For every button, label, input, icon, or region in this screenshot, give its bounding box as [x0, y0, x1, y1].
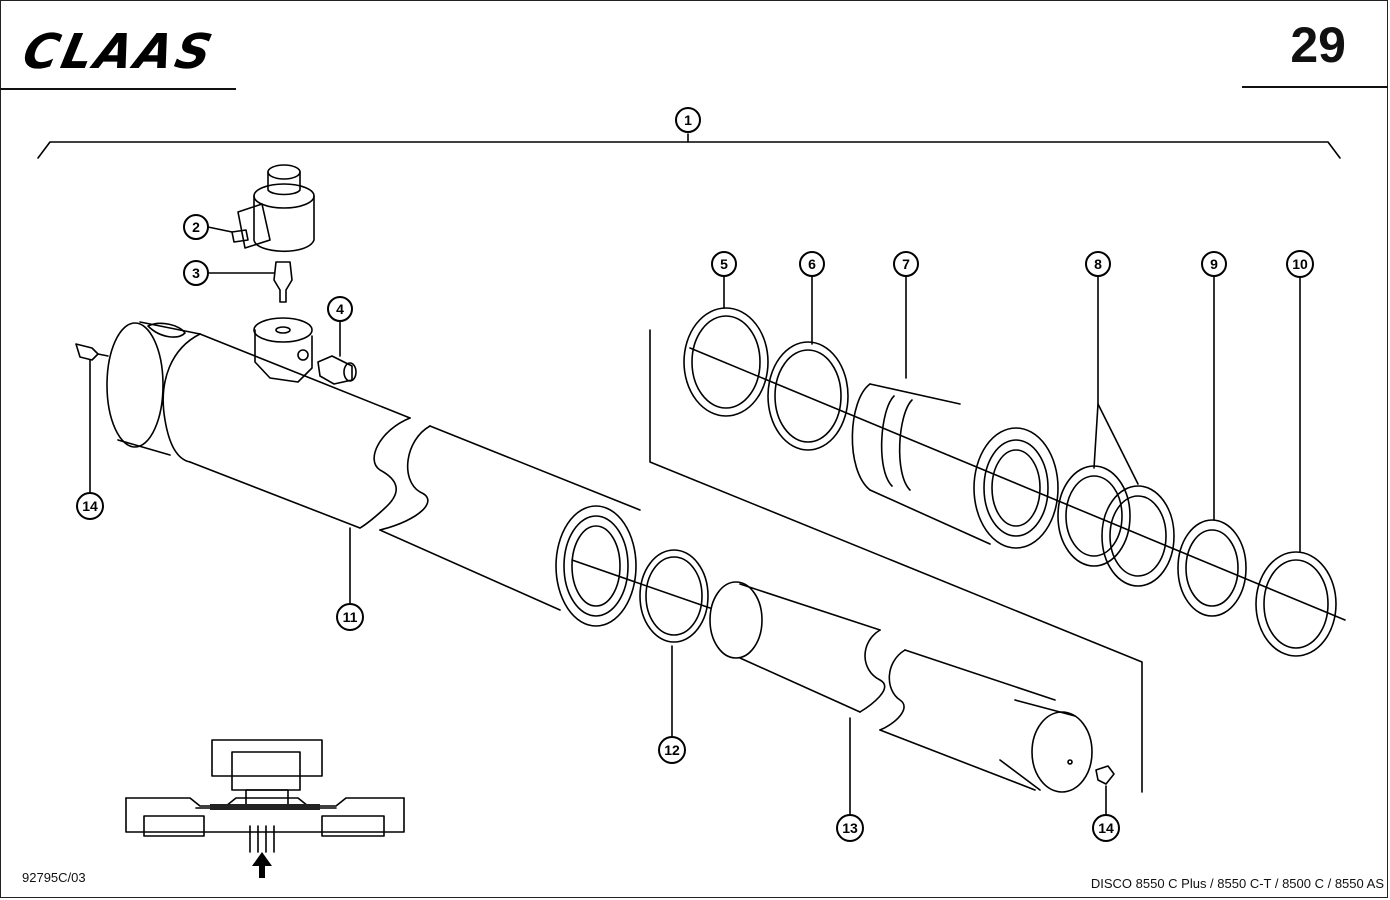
drawing-code: 92795C/03 — [22, 870, 86, 885]
callout-5-label: 5 — [720, 256, 728, 272]
callout-10: 10 — [1286, 250, 1314, 278]
model-list: DISCO 8550 C Plus / 8550 C-T / 8500 C / … — [1090, 876, 1384, 891]
header-rule-left — [0, 88, 236, 90]
callout-2: 2 — [183, 214, 209, 240]
callout-14-right-label: 14 — [1098, 820, 1114, 836]
callout-6: 6 — [799, 251, 825, 277]
callout-13: 13 — [836, 814, 864, 842]
callout-4: 4 — [327, 296, 353, 322]
callout-1: 1 — [675, 107, 701, 133]
callout-13-label: 13 — [842, 820, 858, 836]
callout-2-label: 2 — [192, 219, 200, 235]
callout-12: 12 — [658, 736, 686, 764]
callout-14-right: 14 — [1092, 814, 1120, 842]
callout-1-label: 1 — [684, 112, 692, 128]
callout-14-left-label: 14 — [82, 498, 98, 514]
callout-11-label: 11 — [343, 609, 358, 625]
callout-8: 8 — [1085, 251, 1111, 277]
callout-11: 11 — [336, 603, 364, 631]
callout-8-label: 8 — [1094, 256, 1102, 272]
callout-4-label: 4 — [336, 301, 344, 317]
callout-6-label: 6 — [808, 256, 816, 272]
header-rule-right — [1242, 86, 1388, 88]
callout-9: 9 — [1201, 251, 1227, 277]
callout-7-label: 7 — [902, 256, 910, 272]
callout-3: 3 — [183, 260, 209, 286]
page-number: 29 — [1290, 17, 1346, 73]
callout-10-label: 10 — [1292, 256, 1308, 272]
callout-9-label: 9 — [1210, 256, 1218, 272]
callout-14-left: 14 — [76, 492, 104, 520]
callout-12-label: 12 — [664, 742, 680, 758]
callout-3-label: 3 — [192, 265, 200, 281]
callout-7: 7 — [893, 251, 919, 277]
callout-5: 5 — [711, 251, 737, 277]
